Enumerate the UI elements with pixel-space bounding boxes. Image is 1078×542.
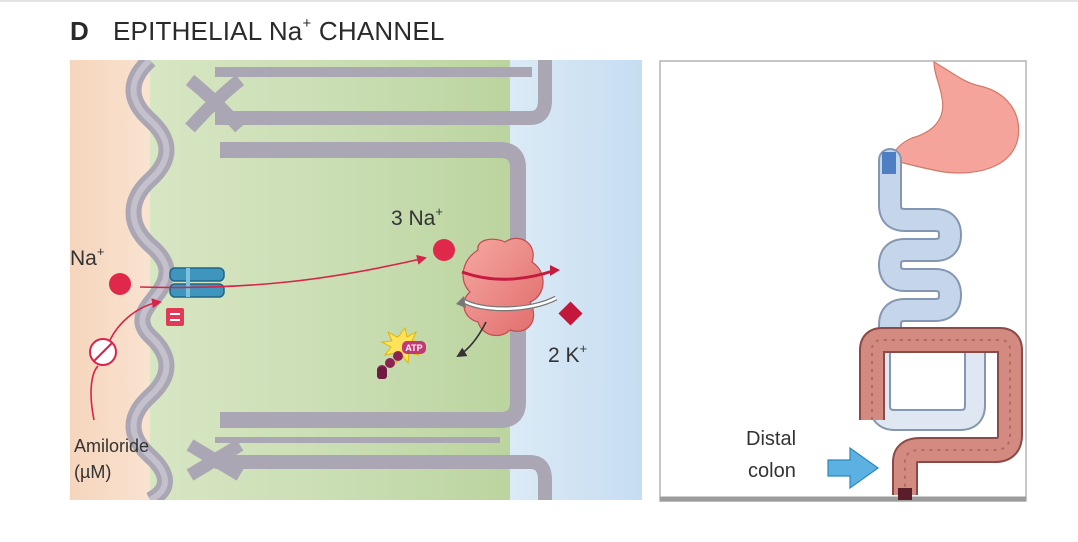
junction-cross-4 xyxy=(186,439,244,481)
distal-colon-arrow xyxy=(827,446,880,490)
panel-letter: D xyxy=(70,16,89,46)
atp-molecule: ATP xyxy=(377,326,426,379)
junction-cross-2 xyxy=(185,74,245,133)
colon-haustra xyxy=(871,339,1011,495)
amiloride-block-arrow xyxy=(109,298,162,341)
atp-label: ATP xyxy=(405,343,422,353)
neighbor-cell-membrane-top xyxy=(215,60,552,125)
amiloride-label: Amiloride xyxy=(74,436,149,456)
sodium-ion-cytoplasm xyxy=(433,239,455,261)
atp-hydrolysis-arrow xyxy=(456,321,487,358)
amiloride-unit-label: (µM) xyxy=(74,462,111,482)
colon-label: colon xyxy=(748,460,796,482)
title-main: EPITHELIAL Na xyxy=(112,16,303,46)
na-k-pump xyxy=(456,237,560,337)
apical-membrane-inner xyxy=(130,60,170,500)
distal-label: Distal xyxy=(746,428,796,450)
rectum xyxy=(898,488,912,500)
sodium-label: Na+ xyxy=(70,244,104,270)
epithelial-cell-diagram: ATP xyxy=(70,60,642,500)
sodium-ion-lumen xyxy=(109,273,131,295)
small-intestine xyxy=(880,150,960,350)
amiloride-source-line xyxy=(90,365,99,421)
stomach xyxy=(889,60,1020,174)
title-superscript: + xyxy=(302,15,312,33)
neighbor-cell-membrane-bottom xyxy=(215,455,552,500)
panel-title: D EPITHELIAL Na+ CHANNEL xyxy=(70,15,445,47)
channel-block-marker xyxy=(166,308,184,326)
three-sodium-label: 3 Na+ xyxy=(391,204,443,230)
title-tail: CHANNEL xyxy=(311,16,445,46)
pylorus xyxy=(882,152,896,174)
potassium-label: 2 K+ xyxy=(548,341,587,367)
gi-tract-diagram xyxy=(659,60,1027,502)
top-divider xyxy=(0,0,1078,2)
sodium-path-arrow xyxy=(139,254,427,289)
